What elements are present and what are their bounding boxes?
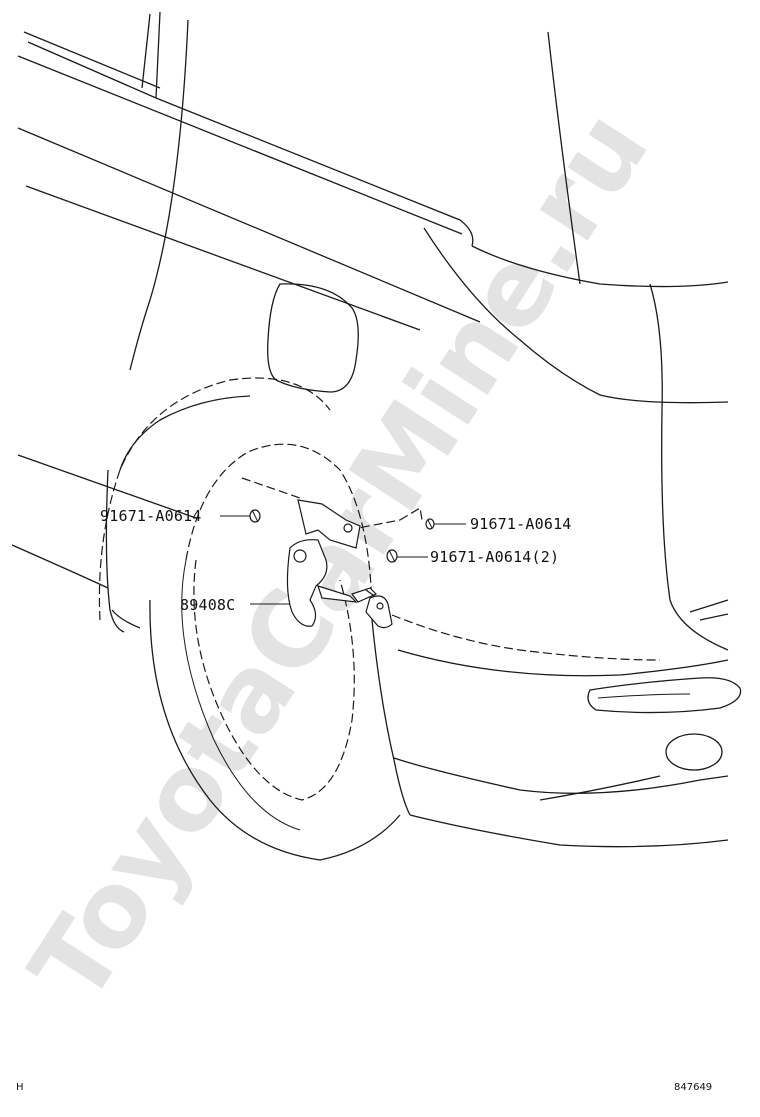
bolt-right-top-icon <box>425 518 435 530</box>
bolt-left-icon <box>249 509 261 523</box>
bolt-right-pair-icon <box>386 549 398 563</box>
callout-bolt-left: 91671-A0614 <box>100 507 202 525</box>
callout-bolt-right-pair: 91671-A0614(2) <box>430 548 559 566</box>
callout-bolt-right-top: 91671-A0614 <box>470 515 572 533</box>
corner-mark-left: H <box>16 1082 24 1093</box>
callout-sensor: 89408C <box>180 596 235 614</box>
leader-lines <box>220 515 466 605</box>
car-body-outline <box>11 11 742 861</box>
diagram-number: 847649 <box>674 1082 712 1093</box>
height-sensor-assembly <box>241 477 423 629</box>
